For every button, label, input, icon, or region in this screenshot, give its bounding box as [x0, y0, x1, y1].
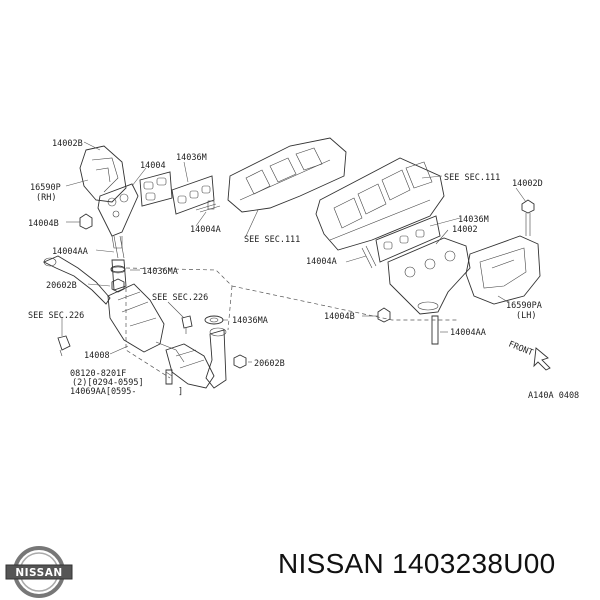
nissan-logo: NISSAN [5, 546, 73, 598]
label-see-sec-226-center: SEE SEC.226 [152, 293, 208, 303]
label-14004-rh: 14004 [140, 161, 166, 171]
label-14004a-left: 14004A [190, 225, 221, 235]
lh-heat-insulator-16590pa [465, 235, 541, 305]
label-14036m-rh: 14036M [176, 153, 207, 163]
center-gasket-14036ma [204, 315, 224, 325]
lh-nut-14004b [377, 307, 391, 323]
label-ref-code: A140A 0408 [528, 391, 579, 401]
leader-lines [61, 141, 527, 377]
label-see-sec-111-b: SEE SEC.111 [444, 173, 500, 183]
label-16590p: 16590P [30, 183, 61, 193]
lh-stud-14004aa [431, 315, 439, 345]
label-14008: 14008 [84, 351, 110, 361]
rh-stud-14004aa [113, 235, 125, 259]
label-14004b-left: 14004B [28, 219, 59, 229]
center-sensor-sec226 [181, 315, 193, 334]
label-note-bracket: ] [178, 387, 183, 397]
rh-gasket-14036m [171, 175, 215, 215]
label-note-line2: (2)[0294-0595] [72, 378, 144, 388]
callout-labels: 14002B 14004 14036M 16590P (RH) 14004B 1… [28, 139, 579, 401]
rh-stud-14004a [195, 200, 221, 213]
nissan-logo-text: NISSAN [15, 567, 62, 579]
label-14004aa-left: 14004AA [52, 247, 88, 257]
label-16590p-rh: (RH) [36, 193, 56, 203]
label-14004a-right: 14004A [306, 257, 337, 267]
rh-nut-14004b [79, 213, 93, 230]
label-14004b-right: 14004B [324, 312, 355, 322]
lh-exhaust-manifold-14002 [387, 237, 471, 315]
label-16590pa: 16590PA [506, 301, 542, 311]
label-14002b-top: 14002B [52, 139, 83, 149]
label-see-sec-226-left: SEE SEC.226 [28, 311, 84, 321]
label-14002: 14002 [452, 225, 478, 235]
label-note-line1: 08120-8201F [70, 369, 126, 379]
rh-heat-insulator [79, 145, 127, 203]
center-nut-20602b [233, 354, 247, 369]
lh-gasket-14036m [375, 215, 441, 263]
dashed-connection-lines [125, 267, 458, 379]
label-14036ma-left: 14036MA [142, 267, 178, 277]
part-number-title: NISSAN 1403238U00 [278, 548, 556, 579]
label-note-line3: 14069AA[0595- [70, 387, 137, 397]
rh-nut-20602b [111, 278, 125, 293]
lh-cylinder-head [315, 157, 445, 251]
rh-cylinder-head [227, 137, 347, 213]
rh-bolt-08120 [165, 369, 173, 385]
lh-stud-14004a [361, 245, 377, 269]
label-front: FRONT [507, 340, 534, 359]
label-see-sec-111-a: SEE SEC.111 [244, 235, 300, 245]
rh-manifold-gasket [139, 171, 173, 207]
label-14004aa-right: 14004AA [450, 328, 486, 338]
left-sensor-sec226 [57, 335, 71, 357]
label-16590pa-lh: (LH) [516, 311, 536, 321]
rh-exhaust-manifold [97, 183, 139, 249]
rh-front-exhaust-tube [42, 255, 111, 305]
label-14036m-lh: 14036M [458, 215, 489, 225]
label-14002d: 14002D [512, 179, 543, 189]
front-arrow-icon [533, 347, 551, 371]
lh-bolt-14002d [521, 199, 535, 236]
rh-gasket-14036ma [110, 265, 126, 273]
label-14036ma-center: 14036MA [232, 316, 268, 326]
label-20602b-left: 20602B [46, 281, 77, 291]
label-20602b-center: 20602B [254, 359, 285, 369]
center-catalytic-converter [165, 327, 227, 389]
